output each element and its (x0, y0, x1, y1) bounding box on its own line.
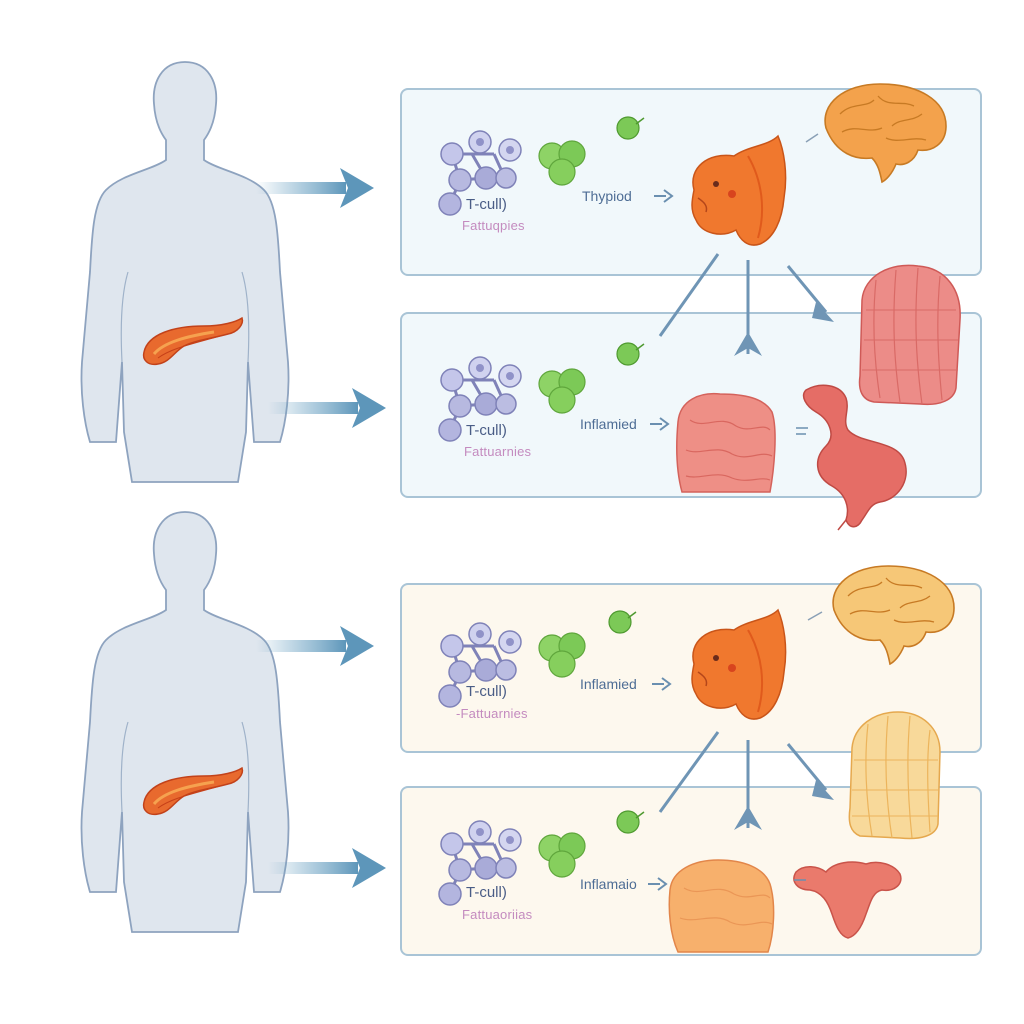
cell-sublabel-3: -Fattuarnies (456, 706, 528, 721)
brain-connector-top (805, 133, 819, 143)
t-cell-label-3: T-cull) (466, 683, 507, 700)
brain-top (824, 83, 947, 183)
cell-sublabel-1: Fattuqpies (462, 218, 525, 233)
t-cell-label-1: T-cull) (466, 196, 507, 213)
cell-sublabel-2: Fattuarnies (464, 444, 532, 459)
small-arrow-3 (651, 677, 671, 691)
green-cells-4 (538, 832, 586, 878)
green-cells-2 (538, 368, 586, 414)
small-green-cell-1 (616, 116, 645, 140)
body-figure-bottom (80, 511, 290, 933)
uterus-organ-row-4 (793, 861, 902, 939)
thyroid-organ-3 (691, 609, 787, 721)
branch-arrowhead-bottom-down (734, 806, 762, 830)
branch-arrows-bottom (658, 731, 828, 828)
branch-arrowhead-top-right (812, 302, 834, 322)
arrow-to-row-1 (256, 168, 374, 208)
stomach-organ-row-2 (796, 384, 907, 531)
small-green-cell-2 (616, 342, 645, 366)
cell-sublabel-4: Fattuaoriias (462, 907, 533, 922)
inflamed-tissue-row-2 (676, 392, 776, 493)
small-arrow-1 (653, 189, 673, 203)
brain-bottom (832, 565, 955, 665)
organ-label-1: Thypiod (582, 188, 632, 204)
small-green-cell-4 (616, 810, 645, 834)
organ-label-2: Inflamied (580, 416, 637, 432)
body-figure-top (80, 61, 290, 483)
brain-connector-bottom (807, 611, 823, 621)
organ-label-4: Inflamaio (580, 876, 637, 892)
tissue-block-top-right (858, 264, 961, 406)
branch-arrowhead-bottom-right (812, 780, 834, 800)
green-cells-1 (538, 140, 586, 186)
branch-arrowhead-top-down (734, 332, 762, 356)
thyroid-organ-1 (691, 135, 787, 247)
inflamed-tissue-row-4 (668, 859, 775, 953)
t-cell-label-4: T-cull) (466, 884, 507, 901)
small-arrow-2 (649, 417, 669, 431)
organ-label-3: Inflamied (580, 676, 637, 692)
branch-arrows-top (658, 253, 828, 354)
t-cell-label-2: T-cull) (466, 422, 507, 439)
small-green-cell-3 (608, 610, 637, 634)
tissue-block-bottom-right (848, 711, 941, 840)
green-cells-3 (538, 632, 586, 678)
small-arrow-4 (647, 877, 667, 891)
